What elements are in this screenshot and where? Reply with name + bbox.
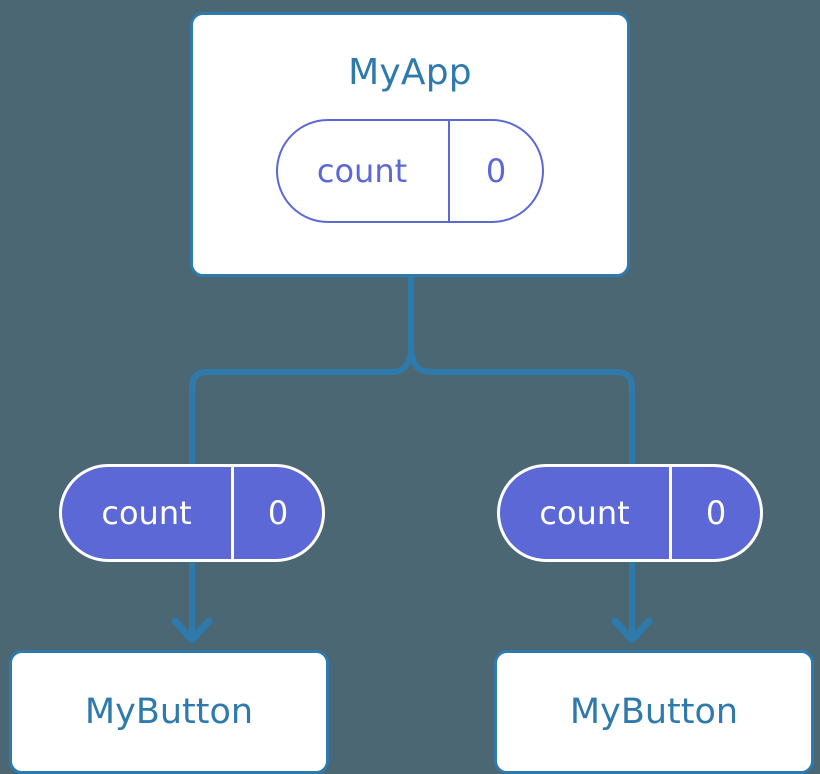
state-pill-root-value: 0 [485,152,507,190]
component-title-mybutton-left: MyButton [84,691,254,732]
component-title-mybutton-right: MyButton [569,691,739,732]
component-title-myapp: MyApp [348,52,472,93]
state-pill-child-right-key: count [500,467,672,559]
state-pill-child-left-key: count [62,467,234,559]
state-pill-child-right[interactable]: count 0 [497,464,763,562]
state-pill-root-key: count [278,121,450,221]
connector-branch-left [189,344,414,466]
component-box-myapp[interactable]: MyApp count 0 [190,12,630,277]
state-pill-child-left-value: 0 [267,494,289,532]
state-pill-child-left[interactable]: count 0 [59,464,325,562]
arrowhead-right [611,617,653,644]
component-box-mybutton-left[interactable]: MyButton [9,650,329,774]
connector-branch-right [408,344,635,466]
component-box-mybutton-right[interactable]: MyButton [494,650,814,774]
arrowhead-left [171,617,213,644]
state-pill-child-right-value: 0 [705,494,727,532]
state-pill-root[interactable]: count 0 [276,119,544,223]
